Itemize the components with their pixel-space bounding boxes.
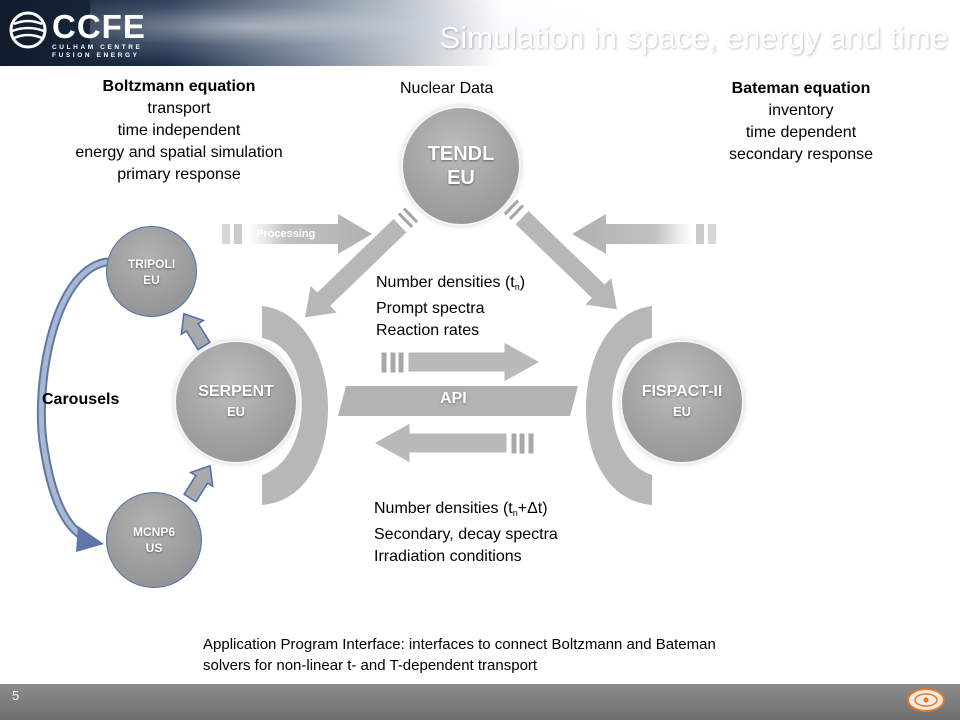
boltzmann-line4: primary response <box>117 166 241 183</box>
backward-list: Number densities (tn+Δt) Secondary, deca… <box>374 498 558 568</box>
bateman-line2: time dependent <box>745 124 857 141</box>
slide-title: Simulation in space, energy and time <box>439 20 948 55</box>
mcnp-node: MCNP6 US <box>106 492 202 588</box>
boltzmann-line3: energy and spatial simulation <box>75 144 283 161</box>
backward-line2: Secondary, decay spectra <box>374 526 558 543</box>
tripoli-node: TRIPOLI EU <box>106 226 197 317</box>
mcnp-name: MCNP6 <box>132 525 175 539</box>
forward-data-arrow <box>380 341 542 383</box>
forward-line1-sub: n <box>514 282 520 292</box>
tendl-to-serpent-arrow <box>303 206 420 320</box>
boltzmann-text: Boltzmann equation transport time indepe… <box>48 76 310 186</box>
header-glow <box>90 0 610 66</box>
carousels-label: Carousels <box>42 391 120 408</box>
serpent-region: EU <box>226 404 246 419</box>
serpent-name: SERPENT <box>198 383 274 400</box>
forward-list: Number densities (tn) Prompt spectra Rea… <box>376 272 525 342</box>
logo-subtitle-line2: FUSION ENERGY <box>52 52 140 59</box>
inventory-input-arrow <box>572 214 716 254</box>
fispact-region: EU <box>672 404 692 419</box>
processing-label: Processing <box>256 228 316 240</box>
mcnp-to-serpent-arrow <box>183 464 214 503</box>
boltzmann-title: Boltzmann equation <box>102 78 256 95</box>
api-description-line1: Application Program Interface: interface… <box>203 636 716 653</box>
api-label: API <box>440 390 467 407</box>
api-description: Application Program Interface: interface… <box>203 634 716 676</box>
boltzmann-line1: transport <box>147 100 211 117</box>
forward-line3: Reaction rates <box>376 322 480 339</box>
header-bar: CCFE CULHAM CENTRE FUSION ENERGY Simulat… <box>0 0 960 66</box>
forward-line1-suffix: ) <box>519 274 526 291</box>
logo-title: CCFE <box>52 8 146 45</box>
api-bar <box>338 386 578 416</box>
backward-line1-sub: n <box>512 508 518 518</box>
page-number: 5 <box>12 688 20 703</box>
forward-line1-prefix: Number densities (t <box>376 274 515 291</box>
tendl-to-fispact-arrow <box>502 198 619 312</box>
serpent-bracket <box>262 306 329 505</box>
backward-line1-suffix: +Δt) <box>517 500 548 517</box>
tripoli-name: TRIPOLI <box>127 256 176 271</box>
ccfe-globe-icon <box>9 11 47 49</box>
footer-bar: 5 <box>0 684 960 720</box>
backward-data-arrow <box>372 422 535 464</box>
processing-arrow <box>222 214 372 254</box>
boltzmann-line2: time independent <box>117 122 241 139</box>
forward-line2: Prompt spectra <box>376 300 485 317</box>
logo-subtitle-line1: CULHAM CENTRE <box>52 44 143 51</box>
backward-line1-prefix: Number densities (t <box>374 500 513 517</box>
tendl-name: TENDL <box>427 143 495 165</box>
bateman-line3: secondary response <box>728 146 874 163</box>
api-description-line2: solvers for non-linear t- and T-dependen… <box>203 657 538 674</box>
backward-line1: Number densities (tn+Δt) <box>374 498 558 524</box>
tripoli-region: EU <box>143 272 160 287</box>
nuclear-data-label: Nuclear Data <box>400 80 494 97</box>
bateman-line1: inventory <box>768 102 834 119</box>
backward-line3: Irradiation conditions <box>374 548 522 565</box>
bateman-title: Bateman equation <box>731 80 871 97</box>
serpent-to-tripoli-arrow <box>180 312 211 351</box>
carousel-arrow <box>36 257 111 552</box>
tendl-node: TENDL EU <box>403 108 519 224</box>
serpent-node: SERPENT EU <box>176 342 296 462</box>
energy-logo-icon <box>907 688 945 712</box>
tendl-region: EU <box>447 167 475 189</box>
bateman-text: Bateman equation inventory time dependen… <box>690 78 912 166</box>
ccfe-logo: CCFE CULHAM CENTRE FUSION ENERGY <box>8 6 158 62</box>
fispact-node: FISPACT-II EU <box>622 342 742 462</box>
forward-line1: Number densities (tn) <box>376 272 525 298</box>
mcnp-region: US <box>145 541 163 555</box>
logo-subtitle: CULHAM CENTRE FUSION ENERGY <box>52 44 143 60</box>
fispact-name: FISPACT-II <box>641 383 723 400</box>
fispact-bracket <box>585 306 652 505</box>
